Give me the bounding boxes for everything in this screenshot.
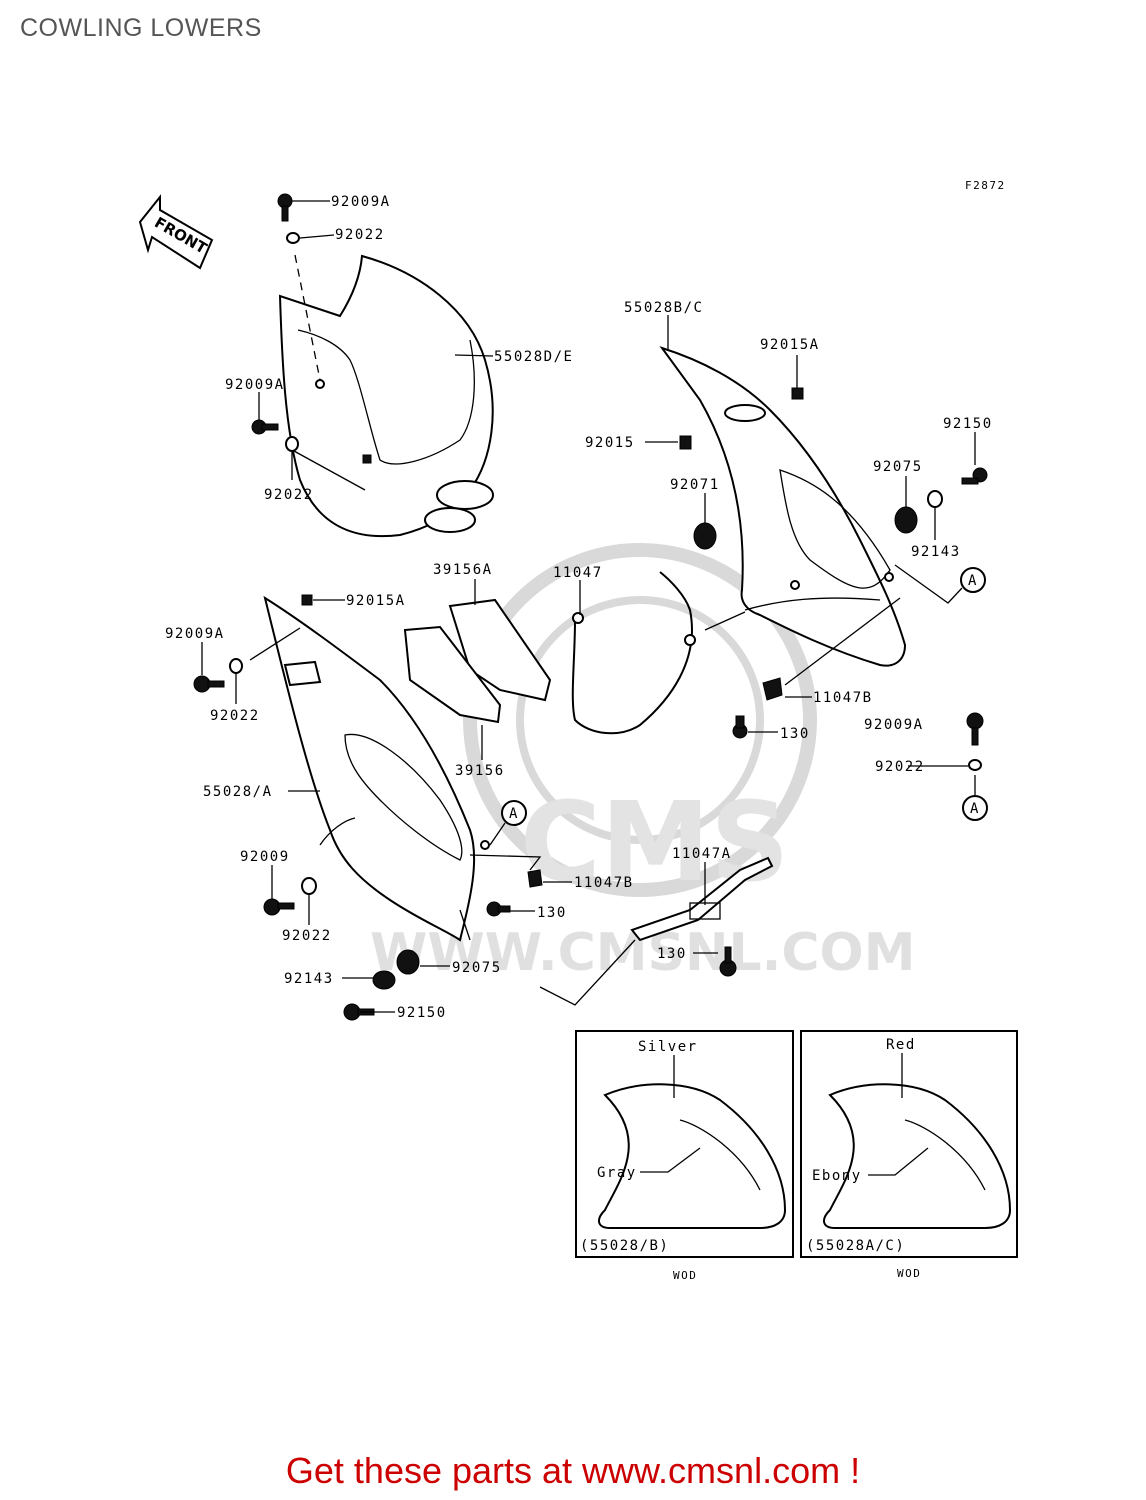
promo-footer-link[interactable]: Get these parts at www.cmsnl.com ! <box>285 1450 861 1491</box>
page-title: COWLING LOWERS <box>20 14 262 42</box>
right-cowling-part <box>659 346 907 667</box>
callout-label: 92015 <box>585 435 635 451</box>
callout-label: 39156A <box>433 562 493 578</box>
callout-label: 55028B/C <box>624 300 703 316</box>
callout-label: 92022 <box>210 708 260 724</box>
color-variant-box: Red Ebony (55028A/C) WOD <box>800 1030 1018 1280</box>
callout-label: 11047A <box>672 846 732 862</box>
variant-part-ref: (55028A/C) <box>806 1238 905 1254</box>
callout-label: 130 <box>537 905 567 921</box>
callout-label: 92022 <box>875 759 925 775</box>
callout-label: 11047B <box>813 690 873 706</box>
variant-code: WOD <box>673 1269 697 1282</box>
reference-markers <box>501 567 988 826</box>
left-cowling-part <box>263 595 490 942</box>
callout-label: 92022 <box>264 487 314 503</box>
variant-bottom-color: Gray <box>597 1165 637 1181</box>
variant-bottom-color: Ebony <box>812 1168 862 1184</box>
callout-label: 92022 <box>335 227 385 243</box>
callout-label: 92075 <box>873 459 923 475</box>
callout-leader-lines <box>201 200 976 1013</box>
callout-label: 92150 <box>397 1005 447 1021</box>
variant-code: WOD <box>897 1267 921 1280</box>
callout-label: 92009A <box>225 377 285 393</box>
callout-label: 92075 <box>452 960 502 976</box>
variant-part-ref: (55028/B) <box>580 1238 669 1254</box>
reference-letter: A <box>509 806 519 822</box>
callout-label: 130 <box>780 726 810 742</box>
callout-label: 92022 <box>282 928 332 944</box>
callout-label: 92009A <box>165 626 225 642</box>
callout-label: 92009 <box>240 849 290 865</box>
watermark-logo-text: CMS <box>520 778 789 906</box>
front-arrow-icon: FRONT <box>138 194 214 270</box>
callout-label: 92071 <box>670 477 720 493</box>
callout-label: 92015A <box>346 593 406 609</box>
stay-bracket-part <box>571 571 696 735</box>
variant-top-color: Silver <box>638 1039 698 1055</box>
reference-letter: A <box>968 573 978 589</box>
callout-label: 92150 <box>943 416 993 432</box>
upper-cowling-part <box>278 254 494 538</box>
callout-label: 92015A <box>760 337 820 353</box>
callout-label: 55028D/E <box>494 349 573 365</box>
callout-label: 92143 <box>284 971 334 987</box>
reference-letter: A <box>970 801 980 817</box>
callout-label: 55028/A <box>203 784 273 800</box>
variant-top-color: Red <box>886 1037 916 1053</box>
callout-label: 11047B <box>574 875 634 891</box>
color-variant-box: Silver Gray (55028/B) WOD <box>575 1030 794 1282</box>
callout-label: 11047 <box>553 565 603 581</box>
callout-label: 92009A <box>864 717 924 733</box>
figure-code: F2872 <box>965 179 1006 192</box>
callout-label: 39156 <box>455 763 505 779</box>
heat-shield-parts <box>403 598 552 724</box>
callout-label: 130 <box>657 946 687 962</box>
callout-label: 92009A <box>331 194 391 210</box>
callout-label: 92143 <box>911 544 961 560</box>
